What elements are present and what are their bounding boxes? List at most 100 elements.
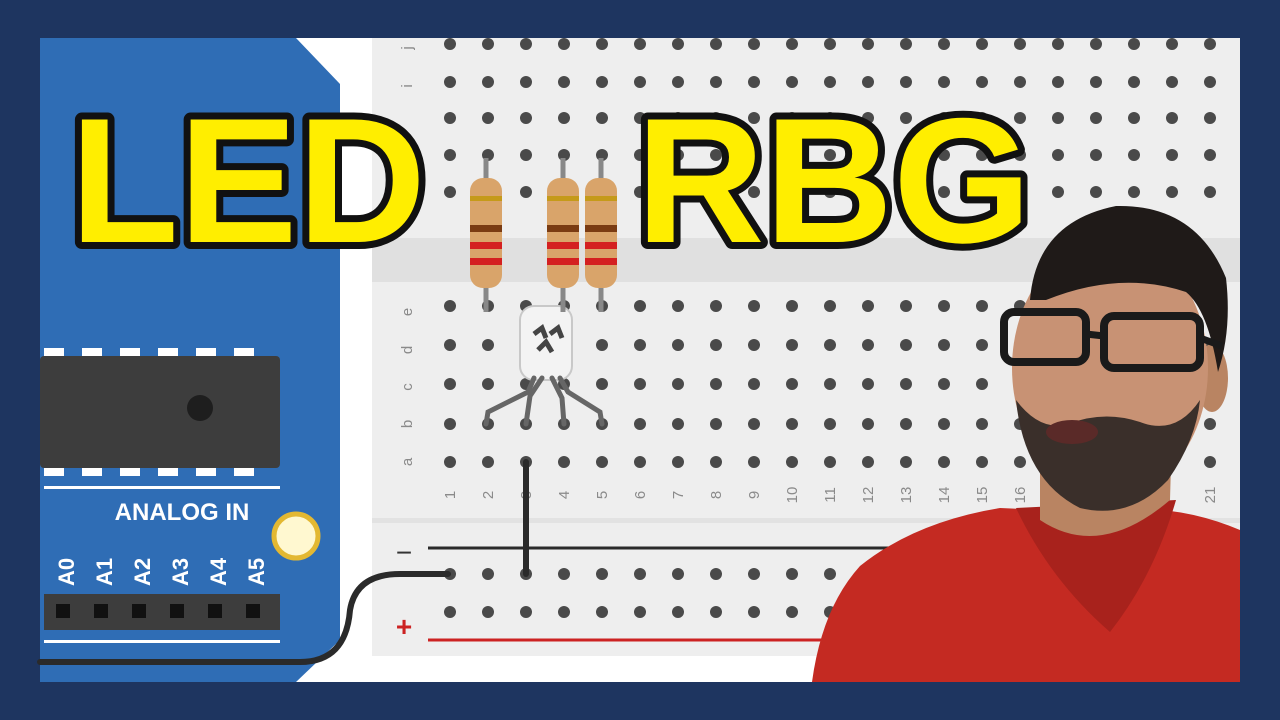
breadboard-hole: [634, 568, 646, 580]
breadboard-hole: [558, 38, 570, 50]
breadboard-hole: [1014, 112, 1026, 124]
col-number: 15: [974, 487, 991, 504]
breadboard-hole: [672, 456, 684, 468]
breadboard-hole: [824, 186, 836, 198]
breadboard-hole: [938, 112, 950, 124]
breadboard-hole: [824, 112, 836, 124]
resistor-icon: [585, 158, 617, 312]
breadboard-hole: [900, 456, 912, 468]
breadboard-hole: [520, 38, 532, 50]
breadboard-hole: [710, 38, 722, 50]
breadboard-hole: [786, 149, 798, 161]
row-letter-e: e: [399, 308, 416, 316]
presenter-hair: [1030, 205, 1228, 372]
presenter-collar: [1016, 500, 1176, 632]
breadboard-hole: [862, 378, 874, 390]
breadboard-hole: [1204, 38, 1216, 50]
breadboard-hole: [596, 339, 608, 351]
breadboard-hole: [1052, 38, 1064, 50]
breadboard-hole: [710, 186, 722, 198]
breadboard-hole: [1128, 76, 1140, 88]
row-letter-j: j: [399, 46, 416, 50]
breadboard-hole: [672, 378, 684, 390]
breadboard-hole: [862, 339, 874, 351]
breadboard-hole: [1204, 456, 1216, 468]
breadboard-hole: [748, 339, 760, 351]
breadboard-hole: [1166, 112, 1178, 124]
breadboard-hole: [710, 418, 722, 430]
breadboard-hole: [1090, 112, 1102, 124]
breadboard-hole: [862, 300, 874, 312]
column-numbers: 1 2 3 4 5 6 7 8 9 10 11 12 13 14 15 16 2…: [442, 487, 1219, 504]
breadboard-hole: [710, 112, 722, 124]
breadboard-hole: [862, 456, 874, 468]
breadboard-hole: [786, 38, 798, 50]
breadboard-hole: [444, 149, 456, 161]
breadboard-hole: [444, 606, 456, 618]
pin-label-a5: A5: [244, 558, 269, 586]
breadboard-hole: [1204, 418, 1216, 430]
row-letter-i: i: [399, 84, 416, 87]
breadboard-hole: [1090, 149, 1102, 161]
breadboard-hole: [938, 186, 950, 198]
breadboard-hole: [976, 339, 988, 351]
breadboard-hole: [596, 378, 608, 390]
board-trace: [44, 486, 280, 489]
breadboard-hole: [976, 149, 988, 161]
breadboard-hole: [976, 300, 988, 312]
breadboard-hole: [786, 568, 798, 580]
breadboard-hole: [824, 149, 836, 161]
ground-wire: [37, 571, 451, 665]
pin-label-a2: A2: [130, 558, 155, 586]
breadboard-hole: [976, 76, 988, 88]
breadboard-hole: [786, 378, 798, 390]
breadboard-hole: [1014, 76, 1026, 88]
pin-label-a1: A1: [92, 558, 117, 586]
analog-header-sockets: [44, 594, 280, 630]
board-trace: [44, 640, 280, 643]
breadboard-hole: [938, 339, 950, 351]
breadboard-hole: [748, 76, 760, 88]
breadboard-hole: [520, 149, 532, 161]
rail-separator: [372, 518, 1240, 523]
breadboard-hole: [482, 112, 494, 124]
breadboard-hole: [710, 606, 722, 618]
breadboard-hole: [862, 149, 874, 161]
breadboard-hole: [824, 418, 836, 430]
breadboard-hole: [634, 38, 646, 50]
col-number: 14: [936, 487, 953, 504]
breadboard-hole: [862, 112, 874, 124]
breadboard-hole: [558, 112, 570, 124]
breadboard-hole: [824, 38, 836, 50]
col-number: 4: [556, 491, 573, 499]
breadboard-hole: [1014, 38, 1026, 50]
breadboard-hole: [672, 568, 684, 580]
row-letter-c: c: [399, 383, 416, 391]
breadboard-hole: [634, 339, 646, 351]
breadboard-hole: [1014, 149, 1026, 161]
breadboard-hole: [710, 149, 722, 161]
breadboard-hole: [672, 149, 684, 161]
breadboard-hole: [938, 456, 950, 468]
breadboard-hole: [862, 76, 874, 88]
breadboard-hole: [1014, 186, 1026, 198]
rail-minus-label: −: [396, 537, 412, 568]
breadboard-hole: [748, 38, 760, 50]
rgb-led-icon: [483, 305, 605, 427]
breadboard-hole: [786, 339, 798, 351]
breadboard-hole: [1128, 38, 1140, 50]
analog-in-label: ANALOG IN: [115, 499, 250, 526]
breadboard-hole: [938, 149, 950, 161]
col-number: 8: [708, 491, 725, 499]
breadboard-hole: [1052, 76, 1064, 88]
breadboard-hole: [520, 186, 532, 198]
breadboard-hole: [596, 112, 608, 124]
breadboard-hole: [482, 606, 494, 618]
breadboard-hole: [444, 378, 456, 390]
breadboard-hole: [672, 418, 684, 430]
breadboard-hole: [596, 568, 608, 580]
breadboard-hole: [786, 76, 798, 88]
breadboard-hole: [444, 112, 456, 124]
col-number: 21: [1202, 487, 1219, 504]
